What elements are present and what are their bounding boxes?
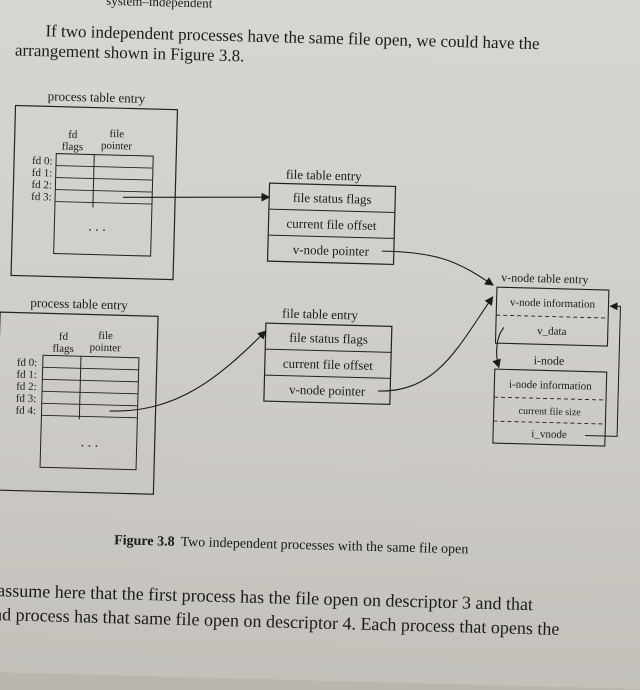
ellipsis: . . . xyxy=(88,219,106,234)
fd-table-2 xyxy=(39,354,140,471)
v-data-field: v_data xyxy=(537,325,567,338)
fd-row-label: fd 3: xyxy=(16,393,37,406)
v-node-pointer-field: v-node pointer xyxy=(293,242,370,259)
fd-row-label: fd 0: xyxy=(32,155,53,168)
file-pointer-header-1: file xyxy=(98,330,113,342)
file-table-entry-2: file table entry file status flags curre… xyxy=(263,306,393,405)
process-table-entry-2: process table entry fd flags file pointe… xyxy=(0,295,159,495)
i-vnode-field: i_vnode xyxy=(531,428,567,441)
file-pointer-header-1: file xyxy=(109,128,124,140)
current-file-offset-field: current file offset xyxy=(286,216,377,233)
fd-row-label: fd 2: xyxy=(16,381,37,394)
fd3-to-file-table-arrow xyxy=(123,192,271,202)
fd-row-label: fd 1: xyxy=(32,167,53,180)
file-status-flags-field: file status flags xyxy=(293,190,372,207)
fd-row-label: fd 0: xyxy=(17,357,38,370)
v-node-table-title: v-node table entry xyxy=(501,270,589,286)
current-file-offset-field: current file offset xyxy=(283,356,374,373)
i-node-outline xyxy=(492,368,608,447)
v-data-to-i-node-arrow xyxy=(492,326,505,369)
file-table-title-2: file table entry xyxy=(282,306,359,323)
i-vnode-back-arrow xyxy=(585,302,621,437)
fd4-to-file-table-arrow xyxy=(109,330,267,412)
fd-table-1 xyxy=(53,153,154,257)
file-table-title-1: file table entry xyxy=(286,167,363,184)
process-table-outline-1 xyxy=(10,104,179,281)
file-status-flags-field: file status flags xyxy=(289,330,368,347)
fd-row-label: fd 4: xyxy=(15,405,36,418)
fd-row-label: fd 2: xyxy=(31,179,52,192)
fd-flags-header-2: flags xyxy=(62,141,84,154)
process-table-entry-1: process table entry fd flags file pointe… xyxy=(10,88,179,281)
v-node-information: v-node information xyxy=(510,296,596,310)
file-pointer-header-2: pointer xyxy=(89,342,121,355)
process-table-title-1: process table entry xyxy=(48,88,146,106)
file-table-outline-2 xyxy=(263,322,393,405)
v-node-table-entry: v-node table entry v-node information v_… xyxy=(494,270,610,347)
figure-label: Figure 3.8 xyxy=(113,533,175,550)
i-node-title: i-node xyxy=(534,353,565,368)
ellipsis: . . . xyxy=(81,435,99,450)
v-node-pointer-arrow-2 xyxy=(378,296,494,392)
file-table-outline-1 xyxy=(266,182,397,266)
process-table-title-2: process table entry xyxy=(30,295,128,313)
file-table-entry-1: file table entry file status flags curre… xyxy=(266,167,397,266)
v-node-pointer-arrow-1 xyxy=(381,250,494,286)
v-node-pointer-field: v-node pointer xyxy=(289,382,366,399)
fd-flags-header-1: fd xyxy=(59,331,69,343)
process-table-outline-2 xyxy=(0,311,159,495)
i-node-information: i-node information xyxy=(509,378,593,392)
i-node-entry: i-node i-node information current file s… xyxy=(492,353,608,447)
current-file-size-field: current file size xyxy=(518,406,581,419)
fd-row-label: fd 3: xyxy=(31,191,52,204)
fd-row-label: fd 1: xyxy=(16,369,37,382)
fd-flags-header-2: flags xyxy=(52,343,74,356)
file-pointer-header-2: pointer xyxy=(101,140,133,153)
fd-flags-header-1: fd xyxy=(68,129,78,141)
